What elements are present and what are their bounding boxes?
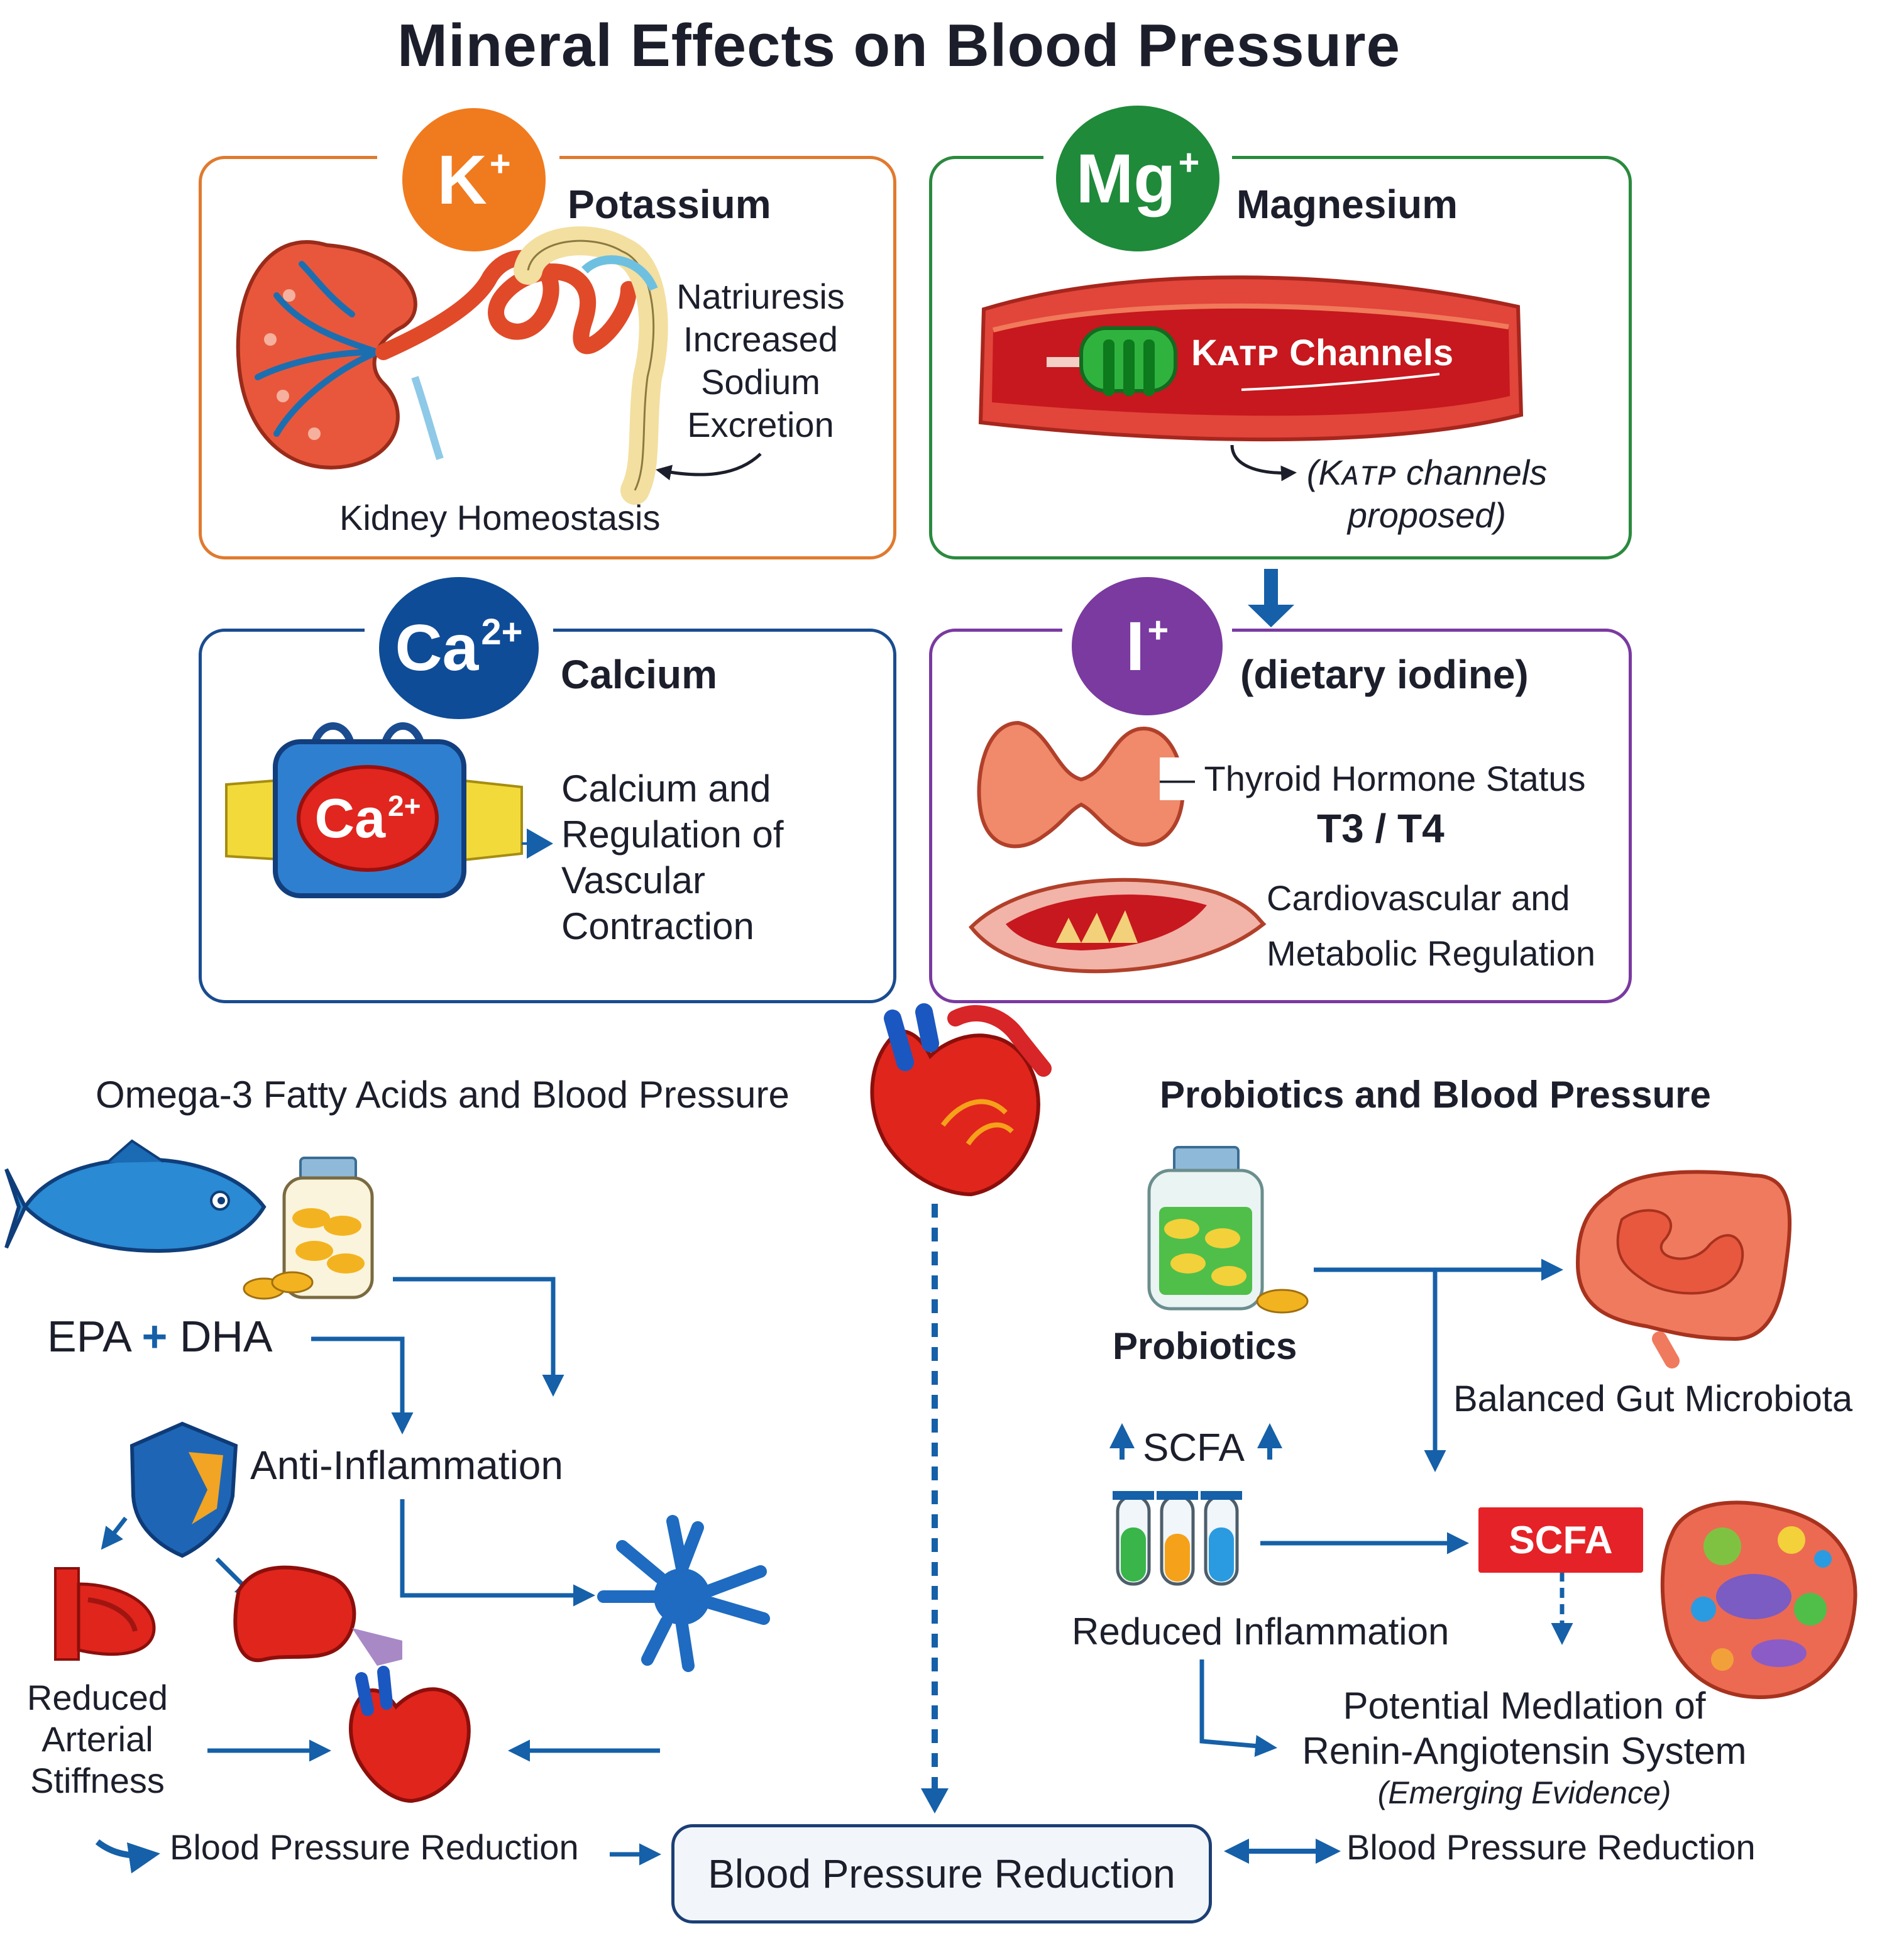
- potassium-effect-line: Increased: [683, 319, 838, 359]
- magnesium-badge: Mg+: [1056, 106, 1219, 251]
- magnesium-name: Magnesium: [1236, 182, 1458, 227]
- epa-label: EPA: [47, 1312, 130, 1361]
- emerging-evidence-label: (Emerging Evidence): [1377, 1775, 1671, 1810]
- calcium-cell-icon: [225, 722, 523, 898]
- scfa-box: SCFA: [1478, 1507, 1643, 1573]
- potassium-effect: Natriuresis Increased Sodium Excretion: [654, 275, 867, 446]
- iodine-symbol: I: [1125, 607, 1145, 685]
- calcium-effect: Calcium and Regulation of Vascular Contr…: [561, 766, 784, 949]
- omega3-bp-reduction: Blood Pressure Reduction: [170, 1827, 579, 1867]
- calcium-effect-line: Calcium and: [561, 768, 771, 810]
- potassium-caption: Kidney Homeostasis: [339, 498, 661, 537]
- thyroid-label: — Thyroid Hormone Status: [1160, 757, 1592, 800]
- iodine-effect-line: Cardiovascular and: [1267, 878, 1570, 918]
- calcium-effect-line: Contraction: [561, 905, 754, 947]
- probiotics-heading: Probiotics and Blood Pressure: [1160, 1074, 1711, 1116]
- magnesium-note-line: proposed): [1347, 495, 1507, 535]
- plus-sign: +: [141, 1312, 168, 1361]
- anti-inflammation-label: Anti-Inflammation: [250, 1443, 563, 1488]
- iodine-effect: Cardiovascular and Metabolic Regulation: [1267, 871, 1595, 981]
- potassium-effect-line: Natriuresis: [676, 277, 845, 316]
- fish-oil-bottle-icon: [243, 1157, 374, 1300]
- potassium-name: Potassium: [568, 182, 771, 227]
- stiffness-line: Reduced: [26, 1678, 168, 1717]
- magnesium-charge: +: [1178, 141, 1200, 183]
- magnesium-note: (Kᴀᴛᴘ channels proposed): [1295, 451, 1559, 537]
- fish-icon: [4, 1139, 267, 1253]
- kidney-icon: [236, 240, 417, 470]
- probiotics-bp-reduction: Blood Pressure Reduction: [1346, 1827, 1756, 1867]
- stiffness-line: Arterial: [41, 1719, 153, 1759]
- blood-vessel-segment-icon: [233, 1565, 402, 1666]
- iodine-badge: I+: [1072, 577, 1223, 715]
- potassium-effect-line: Excretion: [687, 405, 834, 444]
- page-title: Mineral Effects on Blood Pressure: [397, 12, 1401, 79]
- arterial-stiffness-label: Reduced Arterial Stiffness: [9, 1677, 185, 1802]
- iodine-charge: +: [1147, 609, 1169, 651]
- artery-icon: [54, 1567, 156, 1661]
- magnesium-symbol: Mg: [1076, 140, 1176, 217]
- iodine-name: (dietary iodine): [1240, 652, 1529, 697]
- ras-line: Potential Medlation of: [1343, 1685, 1706, 1727]
- katp-channel-label: Kᴀᴛᴘ Channels: [1191, 333, 1454, 373]
- heart-muscle-icon: [969, 878, 1267, 974]
- calcium-effect-line: Vascular: [561, 859, 705, 901]
- probiotic-bottle-icon: [1147, 1146, 1309, 1314]
- katp-channel-icon: [1047, 326, 1177, 396]
- calcium-inner-symbol: Ca: [314, 787, 386, 849]
- calcium-symbol: Ca: [395, 611, 479, 685]
- microbiome-icon: [1660, 1500, 1857, 1700]
- calcium-inner-charge: 2+: [388, 790, 421, 822]
- epa-dha-label: EPA + DHA: [47, 1312, 273, 1361]
- potassium-symbol: K: [437, 141, 487, 219]
- bp-reduction-box: Blood Pressure Reduction: [671, 1824, 1212, 1923]
- reduced-inflammation-label: Reduced Inflammation: [1072, 1610, 1450, 1653]
- calcium-effect-line: Regulation of: [561, 813, 784, 856]
- potassium-charge: +: [489, 143, 511, 184]
- small-heart-icon: [349, 1666, 471, 1803]
- magnesium-note-line: (Kᴀᴛᴘ channels: [1306, 453, 1548, 492]
- iodine-effect-line: Metabolic Regulation: [1267, 933, 1595, 973]
- omega3-heading: Omega-3 Fatty Acids and Blood Pressure: [96, 1074, 790, 1116]
- intestine-icon: [1575, 1170, 1792, 1368]
- scfa-up-label: SCFA: [1143, 1426, 1245, 1470]
- thyroid-icon: [977, 720, 1185, 849]
- dha-label: DHA: [179, 1312, 273, 1361]
- potassium-effect-line: Sodium: [701, 362, 820, 402]
- gut-microbiota-label: Balanced Gut Microbiota: [1453, 1378, 1853, 1419]
- potassium-badge: K+: [402, 108, 546, 251]
- ras-label: Potential Medlation of Renin-Angiotensin…: [1270, 1683, 1779, 1774]
- calcium-name: Calcium: [561, 652, 717, 697]
- probiotics-label: Probiotics: [1113, 1325, 1297, 1367]
- calcium-charge: 2+: [481, 611, 523, 652]
- shield-icon: [129, 1421, 238, 1558]
- nephron-icon: [375, 226, 668, 505]
- heart-icon: [870, 1003, 1052, 1197]
- stiffness-line: Stiffness: [30, 1761, 165, 1800]
- test-tubes-icon: [1113, 1491, 1242, 1586]
- thyroid-hormones: T3 / T4: [1317, 806, 1445, 851]
- immune-cell-icon: [597, 1515, 770, 1672]
- ras-line: Renin-Angiotensin System: [1302, 1730, 1747, 1772]
